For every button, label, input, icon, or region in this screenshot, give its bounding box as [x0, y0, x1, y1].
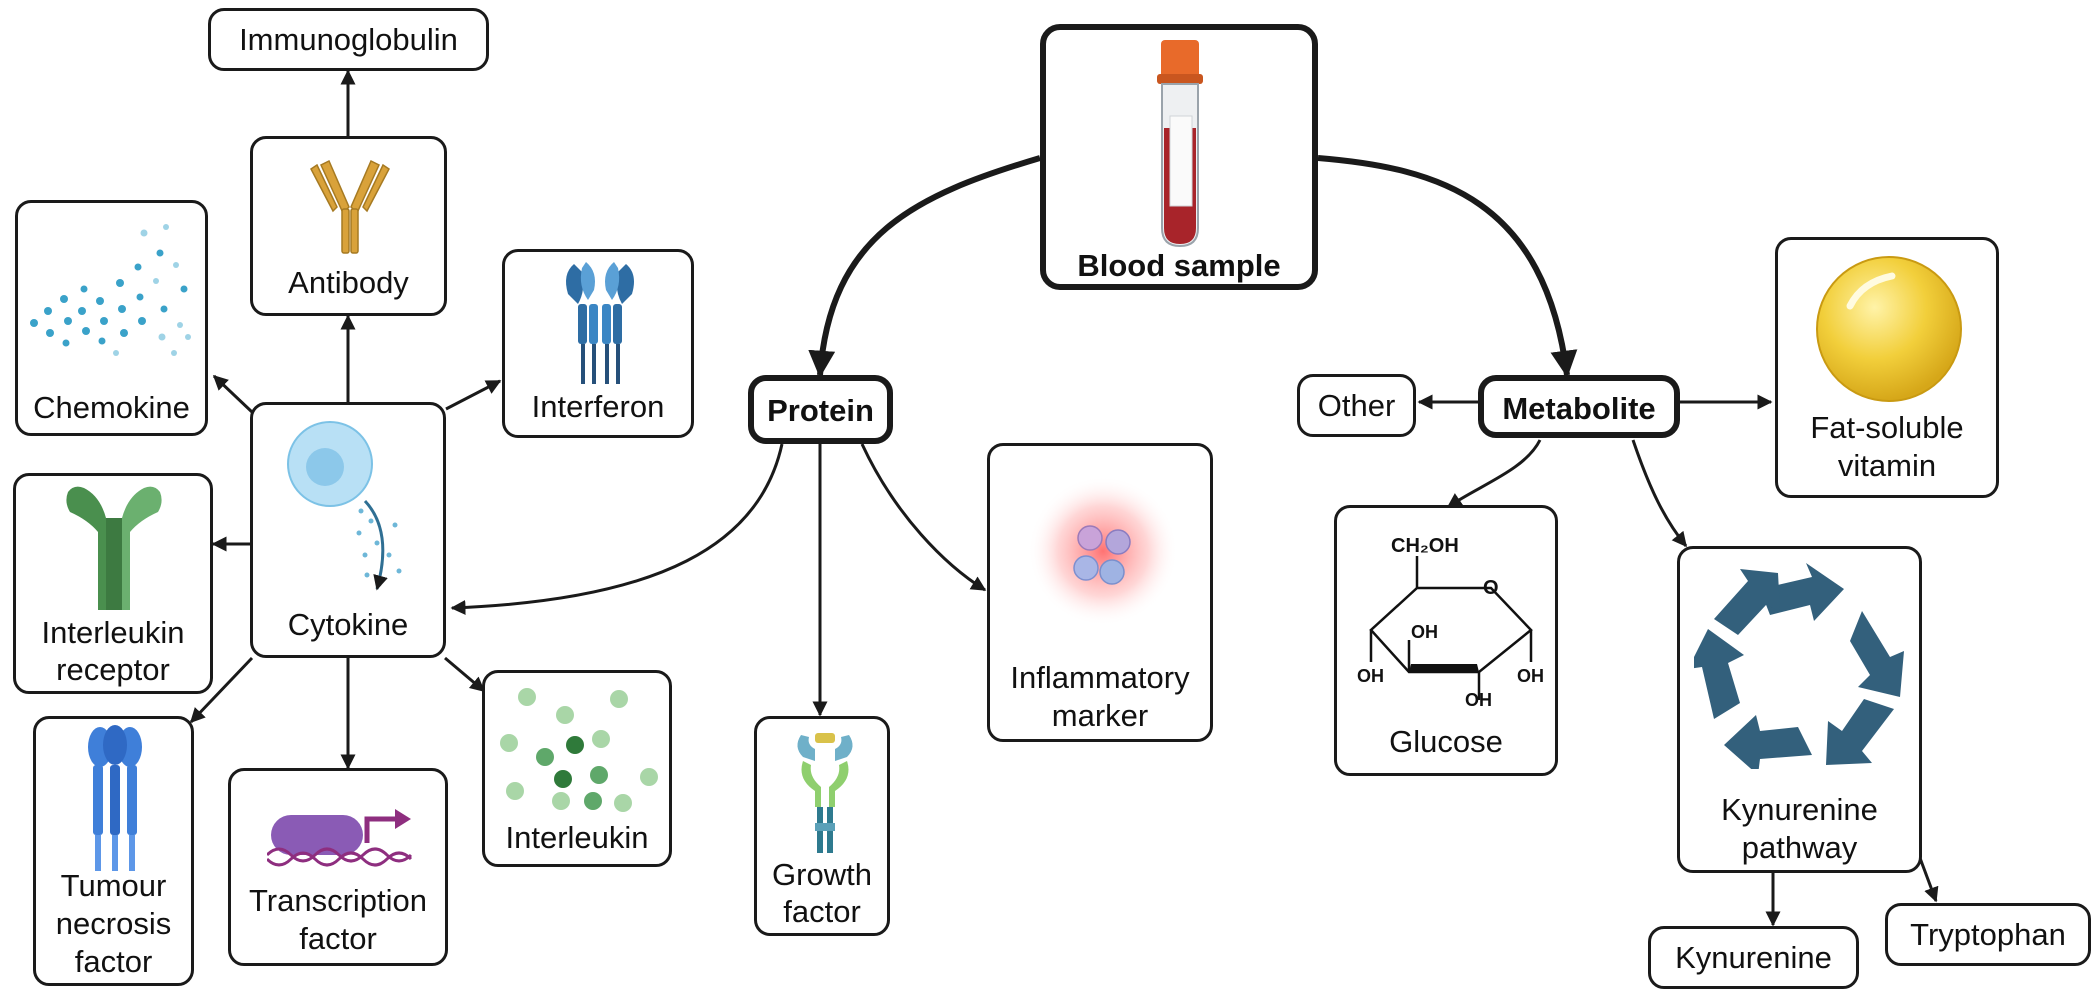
interleukin-receptor-label-line2: receptor: [56, 652, 170, 687]
transcription-factor-label-line1: Transcription: [248, 883, 428, 918]
other-label: Other: [1317, 388, 1396, 423]
arrow-protein-to-inflammatory-marker: [860, 443, 987, 592]
arrow-blood-to-metabolite: [1317, 155, 1578, 378]
arrow-cytokine-to-interleukin: [444, 656, 486, 693]
arrow-cytokine-to-interferon: [445, 379, 502, 411]
kynurenine-label: Kynurenine: [1675, 940, 1832, 975]
arrow-blood-to-protein: [808, 155, 1041, 378]
chemokine-label: Chemokine: [33, 390, 190, 425]
blood-tube-icon: [1157, 40, 1203, 248]
interferon-node: Interferon: [502, 249, 694, 438]
kynurenine-pathway-node: Kynurenine pathway: [1677, 546, 1922, 873]
arrow-pathway-to-tryptophan: [1918, 857, 1939, 903]
glucose-oh-label-2: OH: [1357, 666, 1384, 686]
inflammatory-marker-label-line1: Inflammatory: [1010, 660, 1190, 695]
kynurenine-pathway-label-line2: pathway: [1741, 830, 1858, 865]
fat-soluble-vitamin-label-line1: Fat-soluble: [1810, 410, 1964, 445]
arrow-metabolite-to-kynurenine-pathway: [1631, 439, 1688, 548]
protein-node: Protein: [748, 375, 893, 444]
kynurenine-pathway-label-line1: Kynurenine: [1721, 792, 1878, 827]
other-node: Other: [1297, 374, 1416, 437]
interferon-receptor-icon: [566, 262, 634, 384]
growth-factor-receptor-icon: [797, 733, 853, 853]
inflammation-cells-icon: [1028, 476, 1178, 626]
antibody-node: Antibody: [250, 136, 447, 316]
tnf-label-line3: factor: [74, 944, 153, 979]
glucose-ch2oh-label: CH₂OH: [1391, 535, 1459, 557]
glucose-ring-o-label: O: [1483, 577, 1499, 599]
inflammatory-marker-label-line2: marker: [1051, 698, 1149, 733]
blood-sample-node: Blood sample: [1040, 24, 1318, 290]
interleukin-label: Interleukin: [505, 820, 649, 855]
glucose-oh-label-4: OH: [1517, 666, 1544, 686]
arrow-cytokine-to-tnf: [189, 656, 254, 724]
fat-soluble-vitamin-label-line2: vitamin: [1837, 448, 1937, 483]
tnf-node: Tumour necrosis factor: [33, 716, 194, 986]
glucose-label: Glucose: [1389, 724, 1503, 759]
glucose-node: CH₂OH O OH OH OH OH Glucose: [1334, 505, 1558, 776]
growth-factor-label-line1: Growth: [772, 857, 872, 892]
tnf-label-line1: Tumour: [60, 868, 167, 903]
cycle-arrows-icon: [1694, 563, 1904, 769]
glucose-oh-label-3: OH: [1465, 690, 1492, 710]
transcription-factor-label-line2: factor: [299, 921, 377, 956]
glucose-structure-icon: CH₂OH O OH OH OH OH: [1357, 535, 1544, 710]
interleukin-node: Interleukin: [482, 670, 672, 867]
fat-soluble-vitamin-node: Fat-soluble vitamin: [1775, 237, 1999, 498]
interleukin-receptor-label-line1: Interleukin: [41, 615, 185, 650]
antibody-label: Antibody: [288, 265, 409, 300]
interleukin-dots-icon: [500, 688, 658, 812]
transcription-factor-icon: [267, 809, 413, 867]
metabolite-node: Metabolite: [1478, 375, 1680, 438]
chemokine-dots-icon: [30, 224, 191, 356]
tnf-receptor-icon: [88, 725, 142, 871]
growth-factor-label-line2: factor: [783, 894, 861, 929]
transcription-factor-node: Transcription factor: [228, 768, 448, 966]
protein-label: Protein: [767, 393, 874, 428]
tryptophan-label: Tryptophan: [1910, 917, 2066, 952]
arrow-cytokine-to-chemokine: [212, 374, 254, 414]
glucose-oh-label-1: OH: [1411, 622, 1438, 642]
interleukin-receptor-node: Interleukin receptor: [13, 473, 213, 694]
blood-sample-label: Blood sample: [1077, 248, 1281, 283]
inflammatory-marker-node: Inflammatory marker: [987, 443, 1213, 742]
tryptophan-node: Tryptophan: [1885, 903, 2091, 966]
interferon-label: Interferon: [531, 389, 665, 424]
metabolite-label: Metabolite: [1502, 391, 1656, 426]
arrow-protein-to-cytokine: [450, 443, 784, 615]
arrow-metabolite-to-glucose: [1446, 439, 1542, 509]
immunoglobulin-label: Immunoglobulin: [239, 22, 458, 57]
growth-factor-node: Growth factor: [754, 716, 890, 936]
tnf-label-line2: necrosis: [55, 906, 172, 941]
immunoglobulin-node: Immunoglobulin: [208, 8, 489, 71]
chemokine-node: Chemokine: [15, 200, 208, 436]
cell-secreting-icon: [287, 421, 402, 591]
cytokine-label: Cytokine: [287, 607, 409, 642]
vitamin-droplet-icon: [1816, 256, 1962, 402]
antibody-icon: [310, 159, 390, 254]
interleukin-receptor-icon: [66, 486, 162, 610]
kynurenine-node: Kynurenine: [1648, 926, 1859, 989]
cytokine-node: Cytokine: [250, 402, 446, 658]
